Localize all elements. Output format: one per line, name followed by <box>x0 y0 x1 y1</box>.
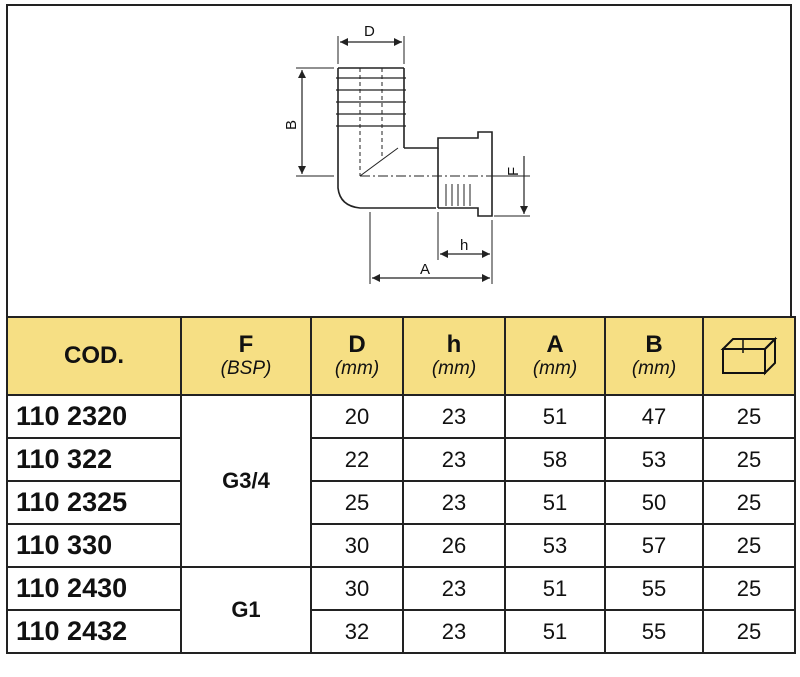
table-header-row: COD. F (BSP) D (mm) h (mm) A (mm) B (mm) <box>6 316 796 396</box>
code-cell: 110 2430 <box>6 566 182 611</box>
thread-size-cell: G3/4 <box>180 394 312 568</box>
box-icon <box>720 336 778 376</box>
pack-cell: 25 <box>702 609 796 654</box>
b-cell: 55 <box>604 566 704 611</box>
d-cell: 32 <box>310 609 404 654</box>
h-cell: 23 <box>402 609 506 654</box>
h-cell: 23 <box>402 394 506 439</box>
pack-cell: 25 <box>702 566 796 611</box>
header-code: COD. <box>6 316 182 396</box>
d-cell: 20 <box>310 394 404 439</box>
header-b: B (mm) <box>604 316 704 396</box>
pack-cell: 25 <box>702 480 796 525</box>
a-cell: 51 <box>504 480 606 525</box>
d-cell: 25 <box>310 480 404 525</box>
code-cell: 110 2320 <box>6 394 182 439</box>
code-cell: 110 2432 <box>6 609 182 654</box>
header-h: h (mm) <box>402 316 506 396</box>
b-cell: 57 <box>604 523 704 568</box>
a-cell: 51 <box>504 609 606 654</box>
dimension-label-b: B <box>283 120 300 130</box>
code-cell: 110 2325 <box>6 480 182 525</box>
thread-size-cell: G1 <box>180 566 312 654</box>
code-cell: 110 330 <box>6 523 182 568</box>
d-cell: 22 <box>310 437 404 482</box>
h-cell: 23 <box>402 480 506 525</box>
pack-cell: 25 <box>702 437 796 482</box>
pack-cell: 25 <box>702 523 796 568</box>
code-cell: 110 322 <box>6 437 182 482</box>
header-f: F (BSP) <box>180 316 312 396</box>
a-cell: 53 <box>504 523 606 568</box>
d-cell: 30 <box>310 566 404 611</box>
technical-drawing-panel: D B F h A <box>6 4 792 316</box>
header-a: A (mm) <box>504 316 606 396</box>
dimension-label-h: h <box>460 237 468 254</box>
elbow-fitting-drawing: D B F h A <box>283 23 530 284</box>
a-cell: 51 <box>504 566 606 611</box>
b-cell: 50 <box>604 480 704 525</box>
header-d: D (mm) <box>310 316 404 396</box>
a-cell: 58 <box>504 437 606 482</box>
dimension-label-f: F <box>505 167 522 176</box>
spec-table: COD. F (BSP) D (mm) h (mm) A (mm) B (mm) <box>6 316 796 654</box>
h-cell: 26 <box>402 523 506 568</box>
h-cell: 23 <box>402 566 506 611</box>
b-cell: 53 <box>604 437 704 482</box>
a-cell: 51 <box>504 394 606 439</box>
h-cell: 23 <box>402 437 506 482</box>
b-cell: 55 <box>604 609 704 654</box>
dimension-label-d: D <box>364 23 375 40</box>
b-cell: 47 <box>604 394 704 439</box>
d-cell: 30 <box>310 523 404 568</box>
header-pack <box>702 316 796 396</box>
pack-cell: 25 <box>702 394 796 439</box>
dimension-label-a: A <box>420 261 430 278</box>
